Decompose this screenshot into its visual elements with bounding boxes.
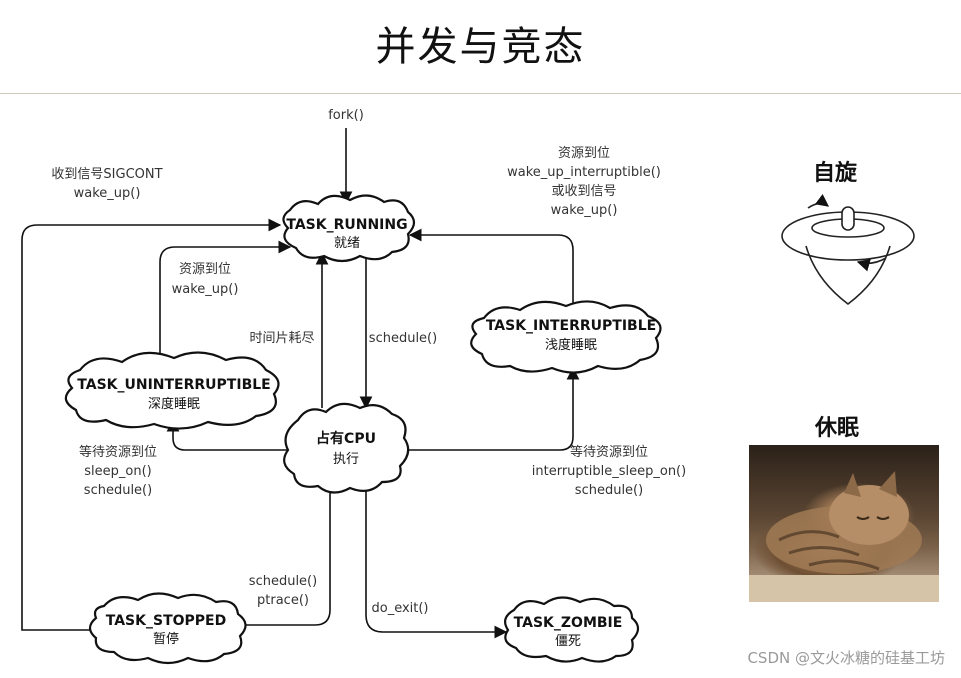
- state-uninterruptible: TASK_UNINTERRUPTIBLE 深度睡眠: [64, 351, 280, 430]
- state-stopped-name: TASK_STOPPED: [106, 613, 226, 629]
- state-running-sub: 就绪: [334, 236, 360, 251]
- state-interruptible-name: TASK_INTERRUPTIBLE: [486, 318, 656, 334]
- edge-uninterruptible-to-running: [159, 240, 292, 356]
- state-cpu: 占有CPU 执行: [283, 402, 410, 494]
- state-interruptible: TASK_INTERRUPTIBLE 浅度睡眠: [470, 300, 662, 374]
- label-unint-wake-2: wake_up(): [172, 282, 239, 297]
- label-int-wake-3: 或收到信号: [551, 184, 616, 199]
- state-stopped: TASK_STOPPED 暂停: [88, 592, 247, 665]
- slide-title: 并发与竞态: [375, 24, 586, 70]
- state-zombie-name: TASK_ZOMBIE: [514, 615, 623, 631]
- spinning-top-icon: [781, 193, 915, 306]
- state-zombie: TASK_ZOMBIE 僵死: [503, 596, 640, 663]
- label-timeslice: 时间片耗尽: [249, 331, 314, 346]
- label-int-wake-1: 资源到位: [558, 146, 610, 161]
- edge-cpu-to-zombie: [365, 482, 508, 639]
- label-wait-int-3: schedule(): [575, 483, 643, 498]
- edge-cpu-to-interruptible: [404, 366, 580, 451]
- state-running-name: TASK_RUNNING: [286, 217, 407, 233]
- state-running: TASK_RUNNING 就绪: [282, 194, 416, 263]
- label-wait-unint-3: schedule(): [84, 483, 152, 498]
- label-int-wake-4: wake_up(): [551, 203, 618, 218]
- sleeping-cat-photo: [749, 445, 939, 602]
- state-uninterruptible-sub: 深度睡眠: [148, 396, 200, 412]
- state-cpu-name: 占有CPU: [316, 430, 376, 447]
- state-uninterruptible-name: TASK_UNINTERRUPTIBLE: [77, 377, 270, 393]
- label-int-wake-2: wake_up_interruptible(): [507, 165, 661, 180]
- label-stop-1: schedule(): [249, 574, 317, 589]
- edge-cpu-to-stopped: [230, 482, 331, 632]
- state-stopped-sub: 暂停: [153, 631, 179, 647]
- label-unint-wake-1: 资源到位: [179, 262, 231, 277]
- spin-heading: 自旋: [813, 161, 858, 186]
- label-sigcont-1: 收到信号SIGCONT: [51, 167, 162, 182]
- edge-stopped-to-running: [21, 218, 282, 631]
- state-zombie-sub: 僵死: [555, 634, 581, 649]
- title-divider: [0, 93, 961, 94]
- watermark: CSDN @文火冰糖的硅基工坊: [747, 649, 945, 667]
- label-wait-unint-1: 等待资源到位: [79, 444, 157, 460]
- label-wait-int-1: 等待资源到位: [570, 444, 648, 460]
- label-stop-2: ptrace(): [257, 593, 309, 608]
- sleep-heading: 休眠: [815, 416, 860, 441]
- edge-cpu-to-uninterruptible: [166, 418, 288, 451]
- label-wait-int-2: interruptible_sleep_on(): [532, 464, 686, 479]
- cat-illustration: [749, 471, 939, 602]
- label-wait-unint-2: sleep_on(): [84, 464, 151, 479]
- state-cpu-sub: 执行: [333, 452, 359, 467]
- label-fork: fork(): [328, 108, 364, 123]
- edge-interruptible-to-running: [408, 228, 574, 308]
- label-exit: do_exit(): [371, 601, 428, 616]
- label-sigcont-2: wake_up(): [74, 186, 141, 201]
- label-schedule: schedule(): [369, 331, 437, 346]
- state-interruptible-sub: 浅度睡眠: [545, 337, 597, 353]
